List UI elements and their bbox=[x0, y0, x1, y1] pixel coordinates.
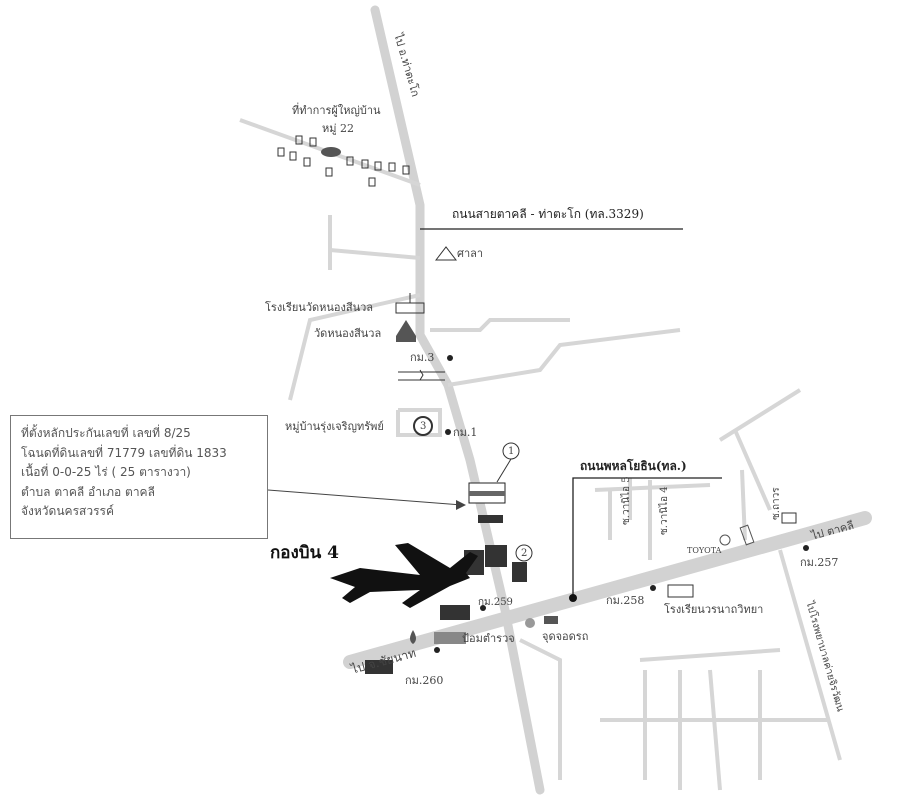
label-soi-b: ซ.วานิไอ 4 bbox=[659, 486, 670, 535]
label-school-wanna: โรงเรียนวรนาถวิทยา bbox=[664, 603, 764, 616]
label-soi-c: ซ.ถาวร bbox=[771, 487, 782, 520]
temple-icon bbox=[396, 320, 416, 342]
label-wat-nong-sinuat: วัดหนองสีนวล bbox=[314, 327, 382, 340]
village-office-icon bbox=[321, 147, 341, 157]
marker-2-label: 2 bbox=[521, 548, 528, 559]
house-icons bbox=[277, 135, 410, 187]
label-km257: กม.257 bbox=[800, 556, 839, 569]
minor-roads bbox=[239, 118, 842, 791]
temple-gas-icon bbox=[410, 630, 416, 644]
marker-2-circle bbox=[515, 544, 533, 562]
label-village-no: หมู่ 22 bbox=[322, 122, 354, 135]
bridge-icon bbox=[398, 369, 445, 381]
marker-3-label: 3 bbox=[420, 421, 427, 432]
label-km3: กม.3 bbox=[410, 351, 435, 364]
label-school-nong-sinuat: โรงเรียนวัดหนองสีนวล bbox=[265, 301, 374, 314]
label-soi-a: ซ.วานิไอ 5 bbox=[621, 476, 632, 525]
info-line: เนื้อที่ 0-0-25 ไร่ ( 25 ตารางวา) bbox=[21, 465, 191, 479]
marker-3-circle bbox=[413, 416, 433, 436]
label-sala: ศาลา bbox=[457, 247, 484, 260]
phahon-pointer-line bbox=[572, 477, 722, 598]
row-house-icons bbox=[365, 515, 527, 674]
junction-dot bbox=[569, 594, 577, 602]
callout-arrowhead bbox=[456, 500, 466, 510]
label-km260: กม.260 bbox=[405, 674, 444, 687]
police-box-icon bbox=[525, 618, 535, 628]
km-post-icons bbox=[434, 355, 809, 653]
main-road-north-south bbox=[370, 5, 545, 795]
property-building-icon bbox=[468, 482, 506, 504]
airplane-icon bbox=[330, 543, 478, 608]
label-police-box: ป้อมตำรวจ bbox=[462, 632, 515, 645]
label-km259: กม.259 bbox=[478, 597, 513, 608]
label-km1: กม.1 bbox=[453, 426, 478, 439]
marker-1-label: 1 bbox=[508, 446, 515, 457]
school-icon-wanna bbox=[667, 584, 694, 598]
label-wing4: กองบิน 4 bbox=[270, 543, 339, 563]
property-info-box: ที่ตั้งหลักประกันเลขที่ เลขที่ 8/25 โฉนด… bbox=[10, 415, 268, 539]
label-km258: กม.258 bbox=[606, 594, 645, 607]
callout-arrow-line bbox=[267, 489, 463, 506]
label-village-rung-charoen: หมู่บ้านรุ่งเจริญทรัพย์ bbox=[285, 420, 384, 433]
info-line: จังหวัดนครสวรรค์ bbox=[21, 504, 114, 518]
info-line: โฉนดที่ดินเลขที่ 71779 เลขที่ดิน 1833 bbox=[21, 445, 227, 460]
label-road-3329: ถนนสายตาคลี - ท่าตะโก (ทล.3329) bbox=[452, 207, 644, 221]
bank-icon bbox=[739, 524, 755, 546]
school-icon-nong-sinuat bbox=[395, 293, 425, 314]
label-bus-stop: จุดจอดรถ bbox=[542, 630, 589, 643]
sala-icon bbox=[434, 246, 458, 261]
shell-icon bbox=[719, 534, 731, 546]
label-phahon-road: ถนนพหลโยธิน(ทล.) bbox=[580, 459, 687, 473]
info-line: ตำบล ตาคลี อำเภอ ตาคลี bbox=[21, 484, 155, 499]
bus-stop-icon bbox=[544, 616, 558, 624]
info-line: ที่ตั้งหลักประกันเลขที่ เลขที่ 8/25 bbox=[21, 426, 191, 440]
label-toyota: TOYOTA bbox=[687, 546, 722, 555]
sign-icon bbox=[781, 512, 797, 524]
label-village-head-office: ที่ทำการผู้ใหญ่บ้าน bbox=[292, 104, 381, 117]
